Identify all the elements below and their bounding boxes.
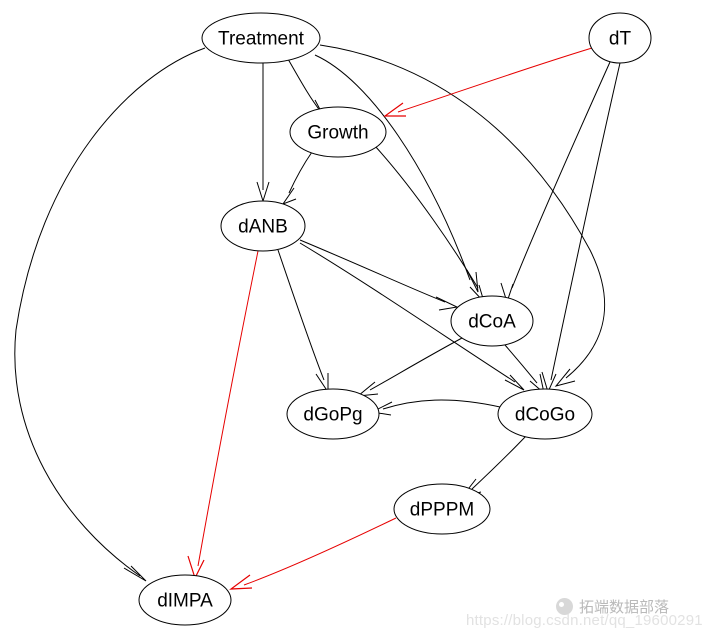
node-dcogo[interactable]: dCoGo — [497, 388, 593, 440]
watermark-url: https://blog.csdn.net/qq_19600291 — [466, 612, 703, 629]
node-label-dcoa: dCoA — [468, 312, 516, 333]
edge-danb-dcogo — [299, 242, 525, 391]
node-label-dpppm: dPPPM — [410, 500, 474, 521]
edge-dcoa-dcogo — [504, 344, 545, 395]
edge-dt-dcogo — [541, 62, 621, 394]
edge-growth-danb — [281, 151, 313, 206]
edge-danb-dgopg — [277, 249, 329, 394]
edge-growth-dcoa — [374, 145, 485, 303]
node-dcoa[interactable]: dCoA — [450, 295, 534, 347]
edge-dcoa-dgopg — [356, 337, 463, 397]
edge-treatment-danb — [256, 63, 270, 203]
node-dt[interactable]: dT — [588, 12, 652, 64]
nodes-layer: Treatment dT Growth dANB dCoA dGoPg — [138, 12, 652, 626]
node-label-dimpa: dIMPA — [157, 591, 213, 612]
edge-dpppm-dimpa — [229, 517, 397, 590]
brand-logo-icon — [556, 598, 573, 615]
node-danb[interactable]: dANB — [220, 200, 306, 252]
edge-treatment-dcogo — [319, 44, 606, 387]
node-label-dcogo: dCoGo — [515, 405, 575, 426]
node-label-dt: dT — [609, 29, 632, 50]
node-label-treatment: Treatment — [218, 29, 305, 50]
edge-treatment-dcoa — [314, 54, 479, 293]
watermark-brand-text: 拓端数据部落 — [579, 598, 670, 616]
node-dgopg[interactable]: dGoPg — [286, 388, 380, 440]
edge-dcogo-dpppm — [460, 435, 527, 498]
watermark-brand: 拓端数据部落 — [556, 596, 669, 617]
node-dimpa[interactable]: dIMPA — [138, 574, 232, 626]
edge-treatment-growth — [287, 58, 326, 118]
node-dpppm[interactable]: dPPPM — [393, 483, 491, 535]
node-growth[interactable]: Growth — [289, 106, 387, 158]
edge-dt-growth — [383, 47, 593, 117]
node-label-dgopg: dGoPg — [303, 405, 362, 426]
edge-dcogo-dgopg — [370, 399, 501, 416]
node-treatment[interactable]: Treatment — [201, 12, 321, 64]
node-label-danb: dANB — [238, 217, 288, 238]
edge-treatment-dimpa — [14, 47, 206, 582]
node-label-growth: Growth — [307, 123, 368, 144]
edge-danb-dcoa — [299, 239, 459, 311]
edges-layer — [14, 44, 621, 590]
edge-danb-dimpa — [187, 250, 259, 580]
